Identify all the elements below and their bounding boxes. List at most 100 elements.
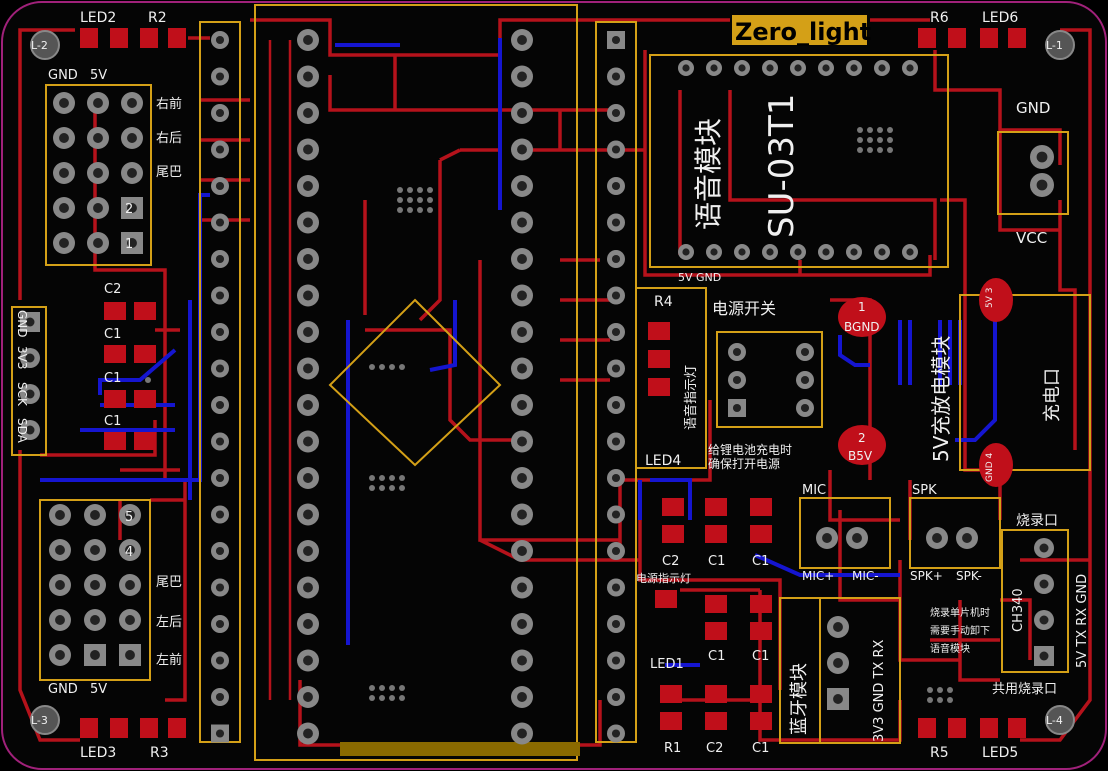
i2c-gnd: GND <box>15 310 29 338</box>
burn-port-pins: 5V TX RX GND <box>1075 574 1090 668</box>
servo-bottom-num4: 4 <box>125 545 133 560</box>
via <box>417 207 423 213</box>
c1-label-mid-2: C1 <box>752 554 769 569</box>
via <box>947 697 953 703</box>
via <box>417 197 423 203</box>
pin-hole <box>215 291 225 300</box>
pin-hole <box>125 615 135 625</box>
pin-hole <box>517 692 527 702</box>
hole-top-left <box>30 30 60 60</box>
corner-mark-tr: L-1 <box>1046 39 1063 52</box>
pin-hole <box>833 622 843 632</box>
pin-hole <box>517 327 527 337</box>
pin-hole <box>90 650 100 660</box>
i2c-sda: SDA <box>15 418 29 444</box>
hole-top-right <box>1045 30 1075 60</box>
pin-hole <box>125 510 135 520</box>
power-switch-label: 电源开关 <box>712 299 776 318</box>
via <box>389 364 395 370</box>
voice-module-name: 语音模块 <box>692 118 725 230</box>
pin-hole <box>55 545 65 555</box>
servo-top-gnd: GND <box>48 68 78 83</box>
burn-port-shared: 共用烧录口 <box>992 682 1057 697</box>
pin-hole <box>932 533 942 543</box>
pin-hole <box>732 375 742 385</box>
via <box>407 207 413 213</box>
via <box>399 364 405 370</box>
pin-hole <box>682 248 690 256</box>
i2c-3v3: 3V3 <box>15 346 29 369</box>
pin-hole <box>127 203 137 213</box>
charge-5v3-pad <box>979 278 1013 322</box>
via <box>379 685 385 691</box>
bluetooth-name: 蓝牙模块 <box>789 663 810 735</box>
via <box>937 697 943 703</box>
pin-hole <box>303 436 313 447</box>
led3-label: LED3 <box>80 745 116 761</box>
pin-hole <box>93 168 103 178</box>
through-hole-pins <box>20 29 1054 745</box>
pin-hole <box>611 254 621 264</box>
via <box>369 485 375 491</box>
pin-hole <box>517 728 527 739</box>
servo-top-5v: 5V <box>90 68 107 83</box>
pin-hole <box>611 72 621 81</box>
via <box>399 485 405 491</box>
pin-hole <box>90 510 100 520</box>
pin-hole <box>517 217 527 228</box>
pin-hole <box>90 580 100 590</box>
bluetooth-pins: 3V3 GND TX RX <box>872 639 887 742</box>
pin-hole <box>738 64 746 72</box>
pin-hole <box>822 248 830 256</box>
pin-hole <box>1036 151 1048 163</box>
pin-hole <box>1036 179 1048 191</box>
hole-bottom-left <box>30 705 60 735</box>
pin-hole <box>611 510 621 519</box>
corner-mark-bl: L-3 <box>31 714 48 727</box>
led5-label: LED5 <box>982 745 1018 761</box>
via <box>867 127 873 133</box>
mic-plus-label: MIC+ <box>802 569 834 583</box>
spk-plus-label: SPK+ <box>910 569 943 583</box>
pin-hole <box>517 363 527 374</box>
bgnd-num: 1 <box>858 300 866 314</box>
servo-top-ch1: 右前 <box>156 96 182 112</box>
pin-hole <box>1039 615 1049 625</box>
pin-hole <box>303 655 313 666</box>
burn-note-1: 烧录单片机时 <box>930 606 990 619</box>
via <box>407 187 413 193</box>
pin-hole <box>215 473 225 483</box>
spk-minus-label: SPK- <box>956 569 982 583</box>
pin-hole <box>303 144 313 155</box>
via <box>399 695 405 701</box>
pin-hole <box>710 248 718 256</box>
mic-label: MIC <box>802 483 826 498</box>
pin-hole <box>611 546 621 556</box>
pin-hole <box>127 168 137 178</box>
pin-hole <box>59 133 69 143</box>
pin-hole <box>822 533 832 543</box>
pin-hole <box>766 248 774 256</box>
pin-hole <box>93 98 103 108</box>
via <box>397 207 403 213</box>
pin-hole <box>303 327 313 337</box>
servo-top-num2: 2 <box>125 202 133 217</box>
pin-hole <box>125 650 135 660</box>
via <box>877 147 883 153</box>
pin-hole <box>303 217 313 228</box>
pin-hole <box>55 510 65 520</box>
c2-label-left: C2 <box>104 282 121 297</box>
servo-top-num1: 1 <box>125 237 133 252</box>
power-note-2: 确保打开电源 <box>708 457 780 471</box>
via <box>369 475 375 481</box>
pin-hole <box>517 509 527 520</box>
power-indicator-label: 电源指示灯 <box>636 571 691 585</box>
c1-label-low-2: C1 <box>752 649 769 664</box>
via <box>369 364 375 370</box>
via <box>397 187 403 193</box>
pin-hole <box>303 692 313 702</box>
pin-hole <box>611 364 621 373</box>
pin-hole <box>303 473 313 483</box>
